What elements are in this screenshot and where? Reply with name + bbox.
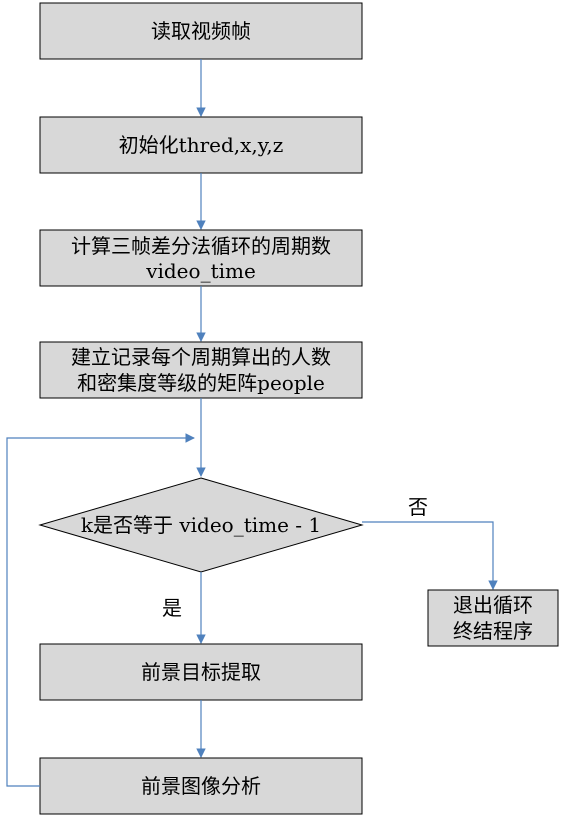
edge-no-label: 否: [408, 495, 428, 519]
node-init-vars-label: 初始化thred,x,y,z: [119, 133, 284, 157]
node-foreground-analyze-label: 前景图像分析: [141, 774, 261, 798]
edge-decision-to-exit: [362, 521, 498, 590]
node-compute-period: 计算三帧差分法循环的周期数 video_time: [39, 229, 363, 287]
node-init-vars: 初始化thred,x,y,z: [39, 116, 363, 174]
node-compute-period-line-2: video_time: [145, 259, 256, 283]
node-decision-label: k是否等于 video_time - 1: [81, 513, 321, 537]
node-exit-loop-line-2: 终结程序: [453, 619, 533, 643]
node-build-matrix-line-1: 建立记录每个周期算出的人数: [71, 345, 331, 369]
edge-yes-label: 是: [162, 596, 182, 620]
node-exit-loop-line-1: 退出循环: [453, 593, 533, 617]
node-foreground-analyze: 前景图像分析: [39, 757, 363, 815]
node-foreground-extract: 前景目标提取: [39, 643, 363, 701]
node-compute-period-line-1: 计算三帧差分法循环的周期数: [71, 234, 331, 258]
node-build-matrix: 建立记录每个周期算出的人数 和密集度等级的矩阵people: [39, 341, 363, 399]
node-exit-loop: 退出循环 终结程序: [427, 589, 559, 647]
node-decision: k是否等于 video_time - 1: [38, 477, 364, 573]
edge-loop-back: [6, 433, 195, 787]
node-build-matrix-line-2: 和密集度等级的矩阵people: [77, 371, 325, 395]
node-read-frame-label: 读取视频帧: [151, 19, 251, 43]
node-read-frame: 读取视频帧: [39, 2, 363, 60]
node-foreground-extract-label: 前景目标提取: [141, 660, 261, 684]
